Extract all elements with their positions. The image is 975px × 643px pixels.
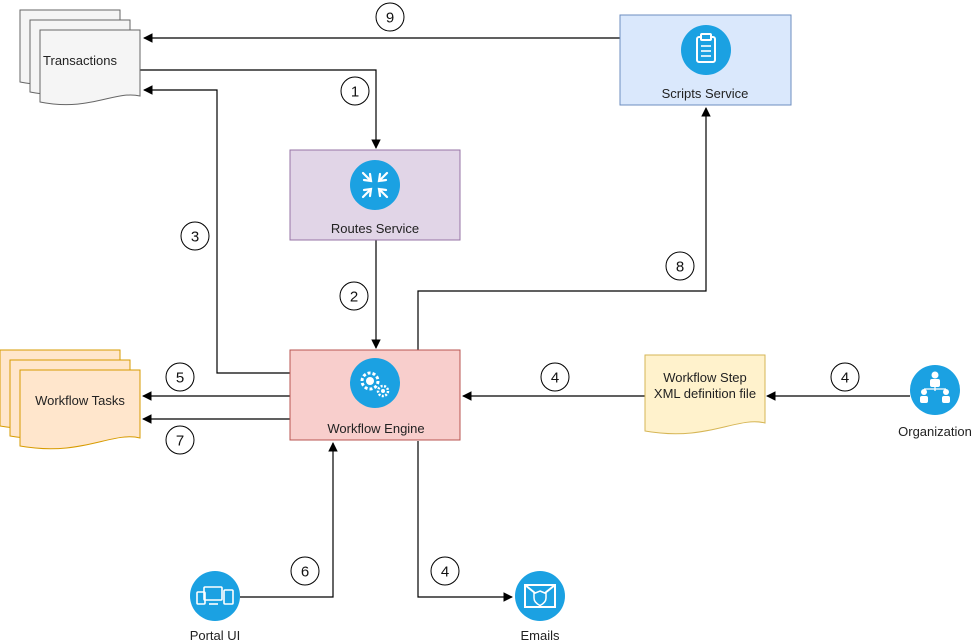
- organization-label: Organization: [898, 424, 972, 439]
- step-marker-6: 6: [290, 556, 320, 586]
- edge-engine-to-emails: [417, 441, 513, 602]
- step-label-8: 8: [676, 259, 684, 276]
- routes-service-label: Routes Service: [331, 221, 419, 236]
- emails-node[interactable]: Emails: [515, 571, 565, 643]
- edge-engine-to-transactions: [143, 85, 290, 374]
- routes-service-node[interactable]: Routes Service: [289, 149, 461, 241]
- step-marker-8: 8: [665, 251, 695, 281]
- workflow-tasks-node[interactable]: Workflow Tasks: [0, 349, 141, 450]
- step-label-2: 2: [350, 289, 358, 306]
- step-marker-2: 2: [339, 281, 369, 311]
- workflow-step-file-node[interactable]: Workflow Step XML definition file: [644, 354, 766, 435]
- portal-ui-node[interactable]: Portal UI: [190, 571, 241, 643]
- step-label-7: 7: [176, 433, 184, 450]
- step-marker-9: 9: [375, 2, 405, 32]
- scripts-service-label: Scripts Service: [662, 86, 749, 101]
- emails-label: Emails: [520, 628, 560, 643]
- edge-portal-to-engine: [240, 442, 338, 598]
- step-markers: 9 1 3 8 2 5 7 4: [165, 2, 860, 586]
- step-label-1: 1: [351, 84, 359, 101]
- scripts-service-node[interactable]: Scripts Service: [619, 14, 792, 106]
- gears-icon: [350, 358, 400, 408]
- step-label-5: 5: [176, 370, 184, 387]
- workflow-step-file-label-line1: Workflow Step: [663, 370, 747, 385]
- workflow-engine-node[interactable]: Workflow Engine: [289, 349, 461, 441]
- step-marker-3: 3: [180, 221, 210, 251]
- step-marker-4-organization: 4: [830, 362, 860, 392]
- routes-arrows-icon: [350, 160, 400, 210]
- workflow-engine-label: Workflow Engine: [327, 421, 424, 436]
- edge-transactions-to-routes: [140, 69, 381, 149]
- step-marker-5: 5: [165, 362, 195, 392]
- step-label-4c: 4: [441, 564, 449, 581]
- step-marker-1: 1: [340, 76, 370, 106]
- clipboard-icon: [681, 25, 731, 75]
- step-label-4b: 4: [841, 370, 849, 387]
- transactions-node[interactable]: Transactions: [19, 9, 141, 106]
- step-label-9: 9: [386, 10, 394, 27]
- organization-icon: [910, 365, 960, 415]
- mail-shield-icon: [515, 571, 565, 621]
- devices-icon: [190, 571, 240, 621]
- edge-engine-to-scripts: [417, 107, 711, 350]
- step-label-4a: 4: [551, 370, 559, 387]
- workflow-step-file-label-line2: XML definition file: [654, 386, 756, 401]
- step-marker-7: 7: [165, 425, 195, 455]
- step-label-3: 3: [191, 229, 199, 246]
- transactions-label: Transactions: [43, 53, 117, 68]
- step-marker-4-stepfile: 4: [540, 362, 570, 392]
- edges: [140, 33, 910, 602]
- step-label-6: 6: [301, 564, 309, 581]
- step-marker-4-emails: 4: [430, 556, 460, 586]
- portal-ui-label: Portal UI: [190, 628, 241, 643]
- workflow-tasks-label: Workflow Tasks: [35, 393, 125, 408]
- organization-node[interactable]: Organization: [898, 365, 972, 439]
